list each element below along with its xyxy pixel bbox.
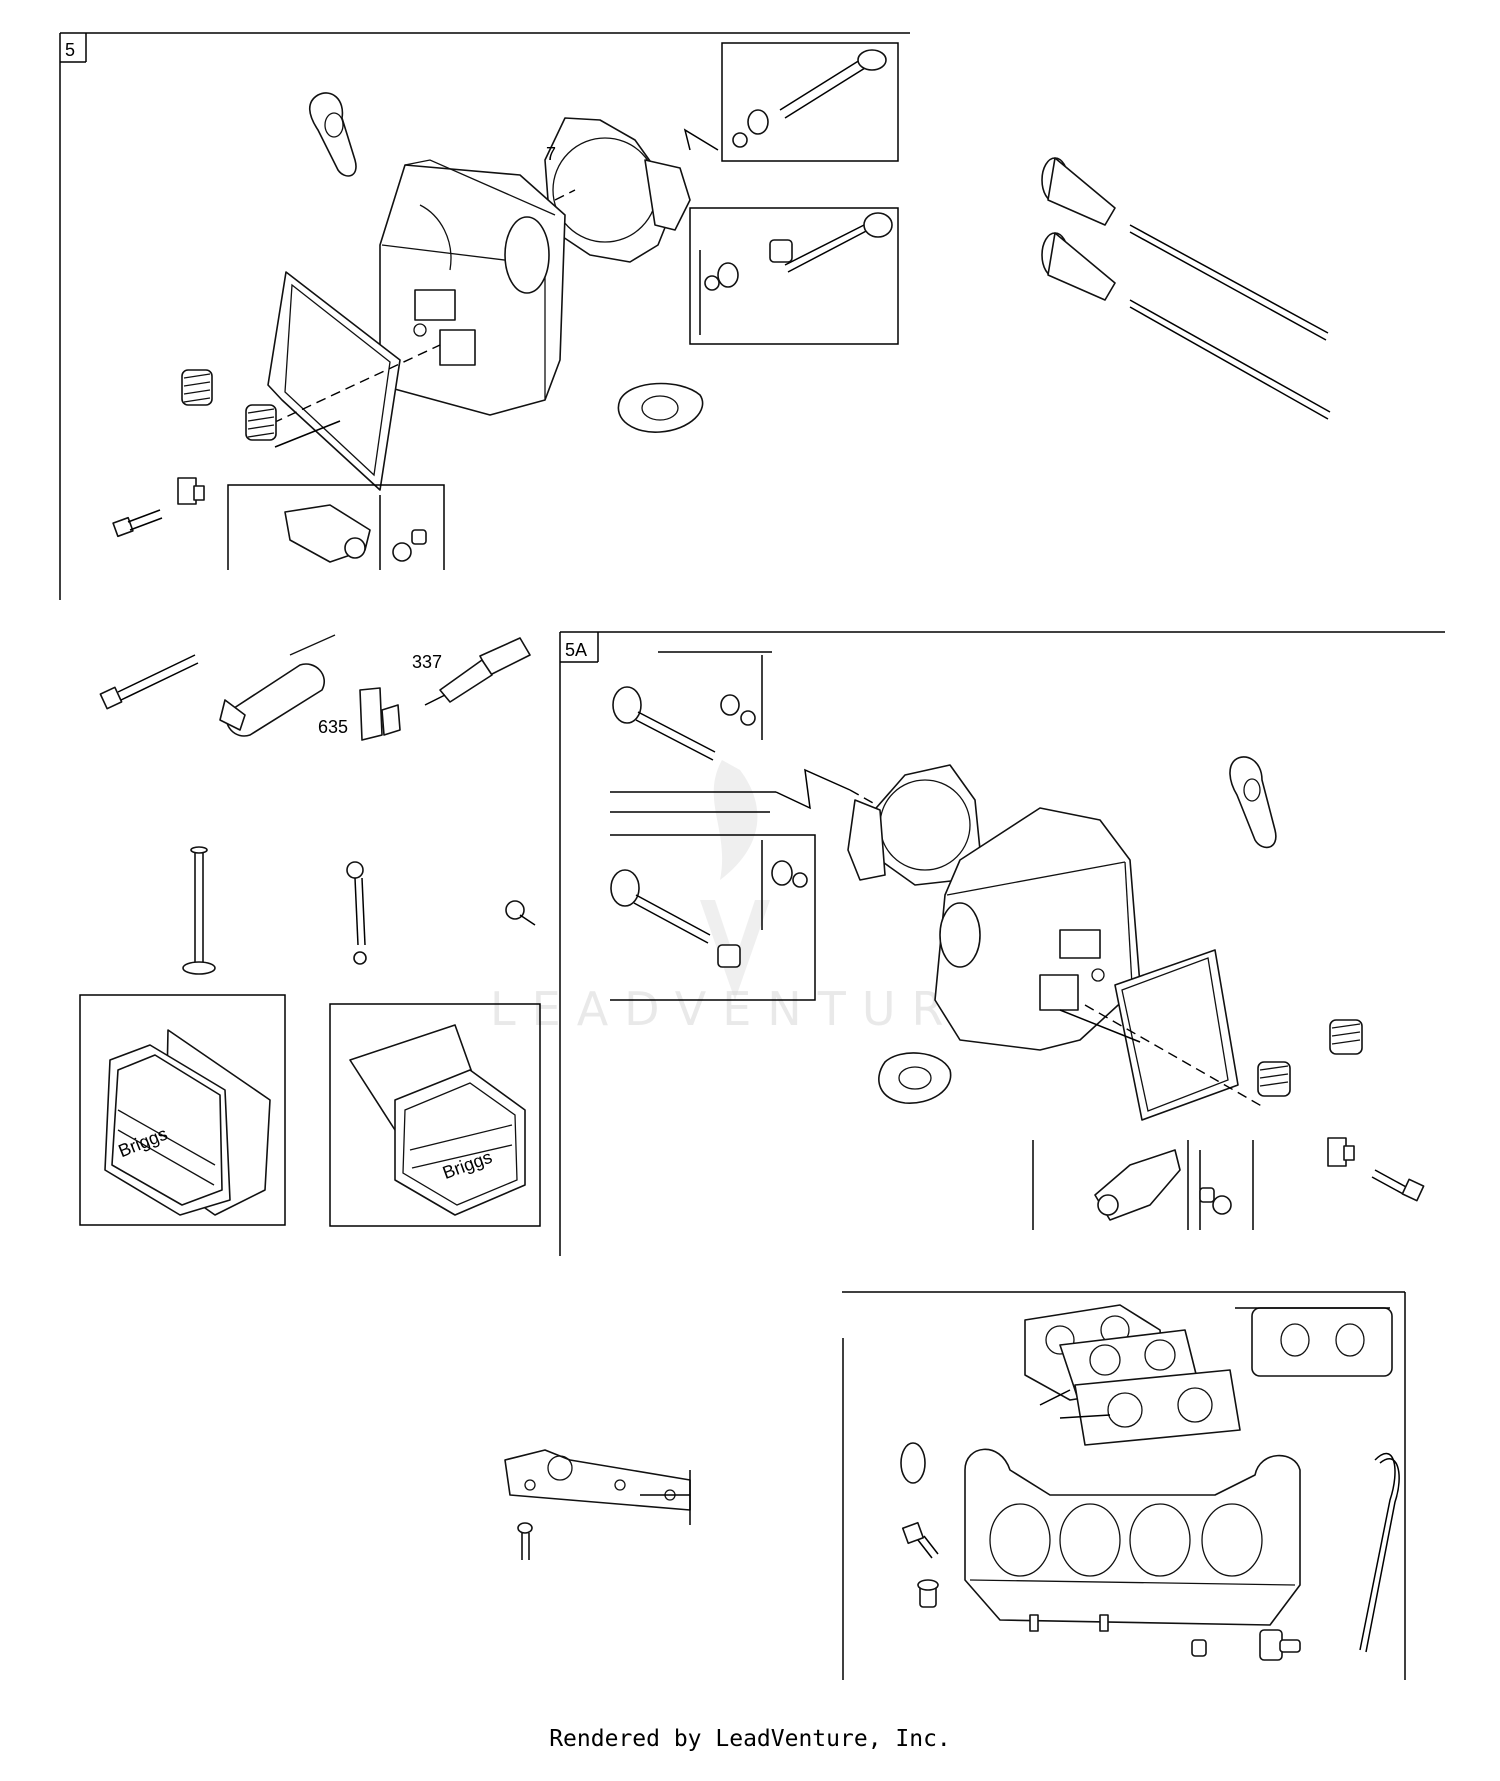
intake-gasket-5a (1229, 756, 1277, 849)
callout-635: 635 (318, 717, 348, 737)
valve-box-5a-bottom (610, 834, 816, 1001)
exhaust-gasket-5 (617, 382, 704, 433)
manifold-nut (1191, 1639, 1207, 1657)
valve-spring-5a-a (1329, 1019, 1363, 1055)
rocker-arm-box-5 (227, 484, 445, 570)
push-rod-guide-5a (1327, 1137, 1355, 1167)
pushrod-tappet-lower (1041, 232, 1331, 420)
manifold-gasket-front (1039, 1369, 1241, 1446)
manifold-bolt (901, 1521, 939, 1559)
valve-spring-5b (245, 404, 277, 441)
small-screw (505, 900, 536, 926)
ignition-coil (219, 634, 336, 737)
group-5-frame: 5 (59, 32, 910, 600)
callout-5a: 5A (565, 640, 587, 660)
control-bracket (504, 1449, 691, 1525)
exhaust-gasket-5a (878, 1052, 952, 1104)
push-rod-guide-5 (177, 477, 205, 505)
spark-plug-wire-boot: 635 (318, 687, 401, 741)
callout-7: 7 (546, 144, 556, 164)
footer-credit: Rendered by LeadVenture, Inc. (549, 1726, 951, 1752)
valve-spring-5a-b (1257, 1061, 1291, 1097)
dipstick-tube-part (182, 846, 216, 975)
watermark-text: LEADVENTURE (490, 982, 1005, 1036)
head-bolt-5a (1371, 1169, 1425, 1202)
intake-manifold (964, 1448, 1301, 1632)
cylinder-head-5a (934, 807, 1141, 1051)
manifold-fitting (917, 1579, 939, 1608)
callout-5: 5 (65, 40, 75, 60)
intake-gasket-small (308, 92, 357, 177)
valve-spring-5a (181, 369, 213, 406)
intake-manifold-frame (842, 1291, 1406, 1680)
exhaust-valve-box (689, 207, 899, 345)
carb-gasket-right (1235, 1307, 1393, 1377)
intake-valve-box (683, 42, 899, 162)
head-bolt-5 (112, 509, 163, 538)
cylinder-head-gasket-5a (847, 764, 981, 886)
group-5a-frame: 5A (559, 631, 1445, 1256)
bracket-screw (517, 1522, 533, 1560)
rocker-arm-box-5a (1032, 1140, 1254, 1230)
leadventure-watermark: LEADVENTURE (490, 760, 1005, 1036)
rocker-cover-gasket-5 (267, 271, 441, 491)
o-ring (900, 1442, 926, 1484)
pushrod-tappet-upper (1041, 157, 1329, 341)
rocker-cover-box-right: Briggs (329, 1003, 541, 1227)
rocker-cover-box-left: Briggs (79, 994, 286, 1226)
cylinder-head-gasket: 7 (544, 117, 691, 263)
elbow-fitting (1259, 1629, 1301, 1661)
valve-box-5a-top (612, 651, 772, 761)
long-bolt (99, 654, 199, 710)
callout-337: 337 (412, 652, 442, 672)
rocker-cover-gasket-5a (1059, 949, 1266, 1121)
breather-tube (1359, 1452, 1400, 1653)
breather-valve-part (346, 861, 367, 965)
cylinder-head (379, 159, 576, 416)
spark-plug: 337 (412, 637, 531, 706)
